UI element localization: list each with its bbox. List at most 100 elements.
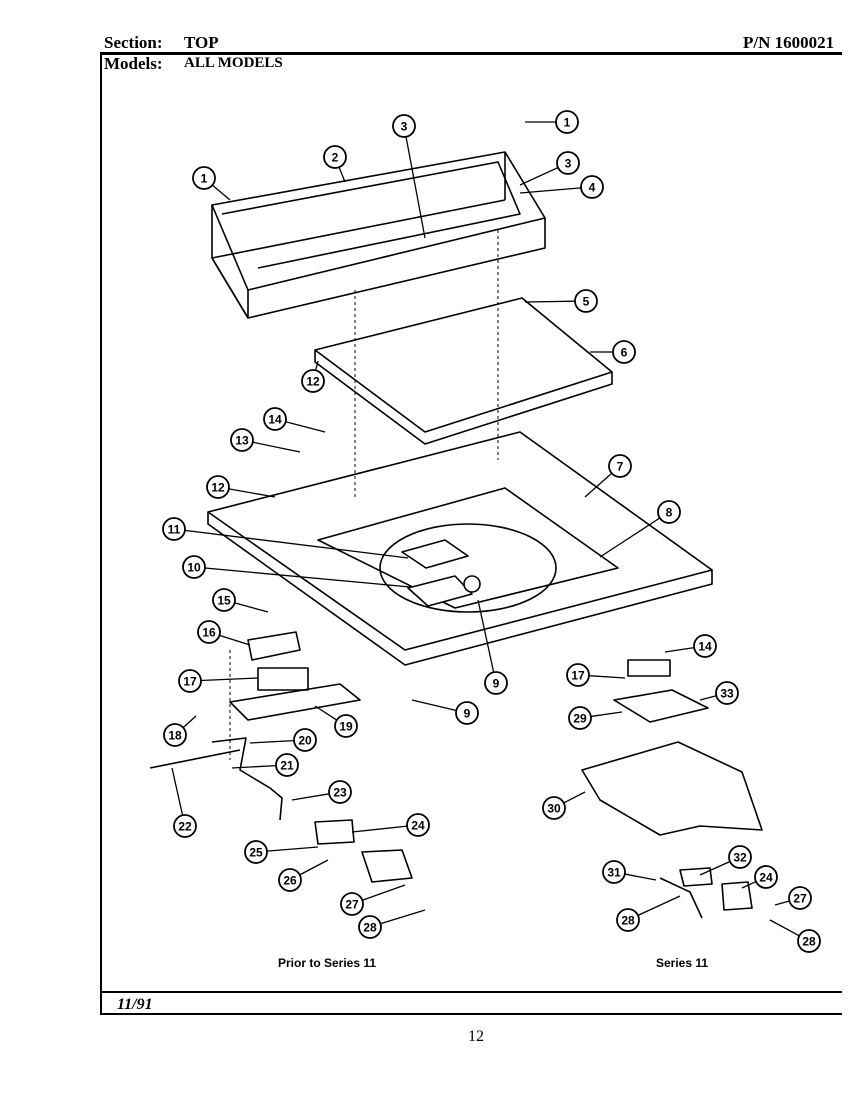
callout-leader	[200, 677, 259, 682]
callout-25: 25	[244, 840, 319, 864]
callout-circle	[263, 407, 287, 431]
callout-5: 5	[524, 289, 598, 313]
callout-leader	[411, 699, 457, 712]
callout-number: 3	[565, 157, 572, 171]
callout-17: 17	[566, 663, 626, 687]
callout-leader	[266, 846, 319, 852]
callout-number: 26	[283, 874, 297, 888]
callout-number: 27	[345, 898, 359, 912]
callout-31: 31	[602, 860, 657, 884]
callout-leader	[664, 646, 695, 653]
callout-1: 1	[525, 110, 579, 134]
callout-6: 6	[590, 340, 636, 364]
callout-number: 19	[339, 720, 353, 734]
footer-date: 11/91	[117, 996, 153, 1013]
callout-22: 22	[171, 767, 197, 838]
callout-number: 6	[621, 346, 628, 360]
callout-leader	[314, 705, 338, 721]
callout-circle	[657, 500, 681, 524]
callout-circle	[580, 175, 604, 199]
callout-27: 27	[774, 886, 812, 910]
callout-14: 14	[664, 634, 717, 658]
callout-circle	[555, 110, 579, 134]
callout-30: 30	[542, 791, 586, 820]
callout-leader	[231, 764, 277, 769]
callout-number: 12	[211, 481, 225, 495]
callout-33: 33	[699, 681, 739, 705]
callout-4: 4	[519, 175, 604, 199]
callout-circle	[173, 814, 197, 838]
callout-number: 10	[187, 561, 201, 575]
callout-circle	[182, 555, 206, 579]
callout-number: 23	[333, 786, 347, 800]
callout-18: 18	[163, 715, 197, 747]
callout-number: 28	[363, 921, 377, 935]
callout-number: 25	[249, 846, 263, 860]
callout-leader	[699, 860, 731, 876]
callout-circle	[301, 369, 325, 393]
callout-circle	[455, 701, 479, 725]
callout-circle	[178, 669, 202, 693]
caption-prior-series: Prior to Series 11	[278, 956, 377, 970]
callout-13: 13	[230, 428, 301, 453]
callout-number: 24	[411, 819, 425, 833]
callout-circle	[568, 706, 592, 730]
callout-leader	[380, 909, 426, 925]
models-value: ALL MODELS	[184, 55, 283, 71]
section-label: Section:	[104, 33, 163, 52]
callout-26: 26	[278, 859, 329, 892]
callout-number: 17	[571, 669, 585, 683]
callout-10: 10	[182, 555, 411, 588]
callout-11: 11	[162, 517, 409, 559]
callout-number: 2	[332, 151, 339, 165]
callout-27: 27	[340, 884, 406, 916]
callout-leader	[299, 859, 329, 876]
callout-circle	[334, 714, 358, 738]
callout-circle	[275, 753, 299, 777]
callout-circle	[566, 663, 590, 687]
callout-circle	[244, 840, 268, 864]
callout-circle	[293, 728, 317, 752]
callout-number: 4	[589, 181, 596, 195]
callout-leader	[588, 675, 626, 679]
callout-17: 17	[178, 669, 259, 693]
callout-number: 8	[666, 506, 673, 520]
callout-number: 28	[802, 935, 816, 949]
callout-leader	[524, 300, 576, 303]
callout-leader	[624, 873, 657, 881]
callout-19: 19	[314, 705, 358, 738]
callout-circle	[797, 929, 821, 953]
callout-circle	[230, 428, 254, 452]
callout-leader	[769, 919, 800, 937]
callout-14: 14	[263, 407, 326, 433]
callout-leader	[362, 884, 406, 901]
callout-number: 1	[564, 116, 571, 130]
callout-21: 21	[231, 753, 299, 777]
callout-9: 9	[477, 599, 508, 695]
callout-leader	[204, 567, 411, 588]
callout-28: 28	[358, 909, 426, 939]
callout-leader	[249, 739, 295, 744]
callout-circle	[162, 517, 186, 541]
callout-15: 15	[212, 588, 269, 613]
callout-number: 24	[759, 871, 773, 885]
callout-number: 9	[464, 707, 471, 721]
callout-leader	[211, 184, 231, 201]
callout-leader	[741, 880, 757, 889]
callout-number: 13	[235, 434, 249, 448]
washer-lid	[314, 297, 613, 445]
callout-leader	[519, 166, 559, 186]
callout-number: 17	[183, 675, 197, 689]
callout-23: 23	[291, 780, 352, 804]
callout-leader	[637, 895, 681, 916]
callout-leader	[563, 791, 586, 804]
callout-number: 7	[617, 460, 624, 474]
callout-circle	[728, 845, 752, 869]
caption-series-11: Series 11	[656, 956, 709, 970]
callout-leader	[285, 421, 326, 433]
callout-leader	[477, 599, 495, 673]
callout-circle	[616, 908, 640, 932]
callout-leader	[774, 900, 790, 906]
